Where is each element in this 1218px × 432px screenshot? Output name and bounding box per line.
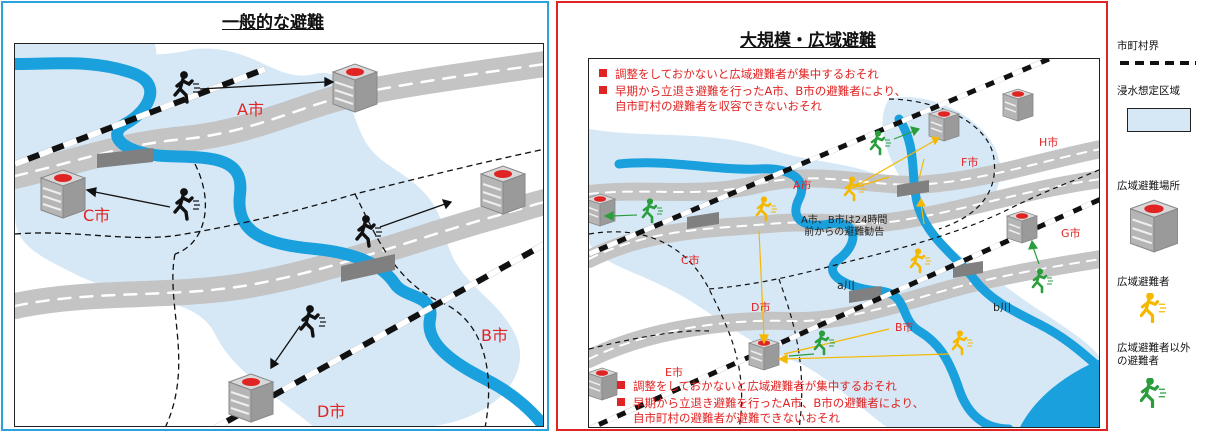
legend-flood-label: 浸水想定区域 (1117, 85, 1180, 97)
other-evacuee-runner-icon (1140, 378, 1167, 408)
left-panel-title: 一般的な避難 (222, 13, 324, 33)
right-map-drawing (589, 59, 1099, 427)
bullet-icon (599, 69, 607, 77)
legend-other-evacuee-label: 広域避難者以外 の避難者 (1117, 342, 1191, 368)
shelter-building-icon (228, 373, 274, 423)
city-label-e: E市 (665, 366, 683, 379)
note-text: 自市町村の避難者を収容できないおそれ (615, 99, 822, 113)
bridge (341, 254, 395, 282)
right-map: 調整をしておかないと広域避難者が集中するおそれ 早期から立退き避難を行ったA市、… (588, 58, 1100, 428)
note-text: 自市町村の避難者が避難できないおそれ (633, 411, 840, 425)
bridge (897, 180, 929, 197)
note-bottom-1: 調整をしておかないと広域避難者が集中するおそれ (617, 379, 897, 394)
city-label-b: B市 (895, 321, 914, 334)
note-text: 調整をしておかないと広域避難者が集中するおそれ (633, 379, 897, 393)
note-text: 調整をしておかないと広域避難者が集中するおそれ (615, 67, 879, 81)
legend-boundary-label: 市町村界 (1117, 40, 1159, 52)
shelter-building-icon (40, 169, 86, 219)
shelter-building-icon (589, 367, 618, 401)
bridge (687, 212, 719, 229)
note-top-1: 調整をしておかないと広域避難者が集中するおそれ (599, 67, 879, 82)
shelter-building-icon (480, 165, 526, 215)
note-bottom-2: 早期から立退き避難を行ったA市、B市の避難者により、 (617, 396, 924, 411)
legend-wide-evacuee-label: 広域避難者 (1117, 276, 1170, 288)
river-label-b: b川 (993, 301, 1011, 314)
boundary-line-icon (1120, 61, 1196, 65)
bullet-icon (617, 381, 625, 389)
city-label-d: D市 (751, 301, 771, 314)
right-panel-title: 大規模・広域避難 (740, 31, 876, 51)
city-label-a: A市 (793, 179, 812, 192)
legend-other-evacuee-line: 広域避難者以外 (1117, 342, 1191, 354)
note-text: 早期から立退き避難を行ったA市、B市の避難者により、 (615, 84, 907, 98)
note-top-2: 早期から立退き避難を行ったA市、B市の避難者により、 (599, 84, 906, 99)
city-label-d: D市 (317, 402, 346, 421)
city-label-b: B市 (481, 326, 508, 345)
wide-evacuee-runner-icon (1140, 293, 1167, 323)
shelter-building-icon (928, 108, 960, 142)
city-label-c: C市 (83, 206, 111, 225)
city-label-f: F市 (961, 156, 979, 169)
centre-note: A市、B市は24時間 前からの避難勧告 (801, 215, 887, 239)
bridge (97, 148, 153, 168)
city-label-g: G市 (1061, 227, 1081, 240)
centre-note-line: A市、B市は24時間 (801, 215, 888, 226)
city-label-a: A市 (237, 100, 264, 119)
left-map-drawing (15, 44, 543, 426)
bridge (953, 261, 983, 278)
bullet-icon (617, 398, 625, 406)
left-panel (1, 1, 549, 431)
city-label-c: C市 (681, 254, 700, 267)
note-top-3: 自市町村の避難者を収容できないおそれ (599, 99, 822, 114)
shelter-building-icon (1130, 199, 1178, 253)
right-panel (556, 1, 1108, 431)
note-text: 早期から立退き避難を行ったA市、B市の避難者により、 (633, 396, 925, 410)
legend-other-evacuee-line: の避難者 (1117, 355, 1159, 367)
shelter-building-icon (1006, 210, 1038, 244)
left-map: A市 B市 C市 D市 (14, 43, 544, 427)
bullet-icon (599, 86, 607, 94)
legend-shelter-label: 広域避難場所 (1117, 180, 1180, 192)
city-label-h: H市 (1039, 136, 1059, 149)
shelter-building-icon (1002, 88, 1034, 122)
shelter-building-icon (589, 193, 616, 227)
flood-area-swatch (1127, 108, 1191, 132)
river-label-a: a川 (837, 279, 855, 292)
shelter-building-icon (332, 63, 378, 113)
centre-note-line: 前からの避難勧告 (804, 227, 885, 238)
note-bottom-3: 自市町村の避難者が避難できないおそれ (617, 411, 840, 426)
